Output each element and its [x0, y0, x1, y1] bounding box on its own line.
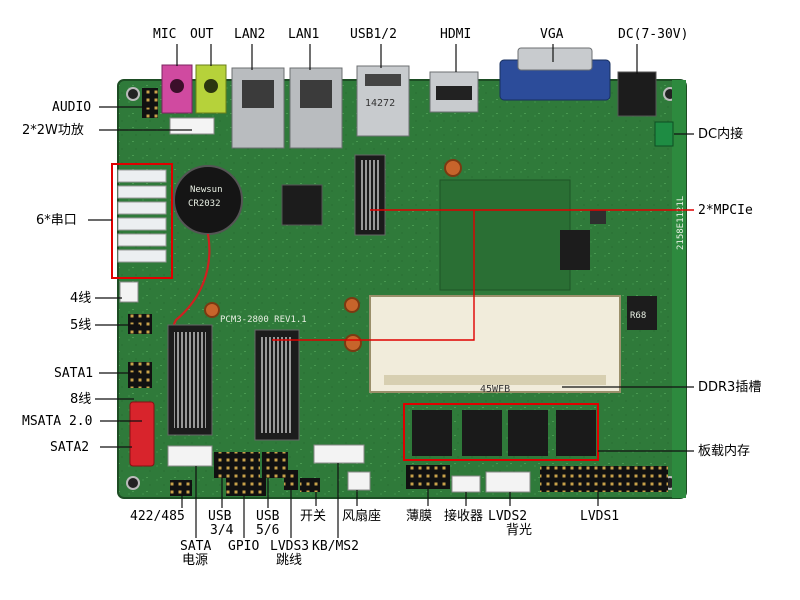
header-422 — [170, 480, 192, 496]
battery-model-text: CR2032 — [188, 199, 221, 209]
label-power-switch: 开关 — [300, 509, 326, 524]
memory-highlight-box — [403, 403, 599, 461]
header-4wire — [119, 281, 139, 303]
usb56-header — [262, 452, 288, 478]
lvds2-connector — [485, 471, 531, 493]
battery-brand-text: Newsun — [190, 185, 223, 195]
cpu-area — [439, 179, 571, 291]
label-422-485: 422/485 — [130, 509, 185, 524]
label-audio: AUDIO — [52, 100, 91, 115]
label-lvds3-jumper: 跳线 — [276, 553, 302, 568]
dc-jack — [617, 71, 657, 117]
label-usb56-a: USB — [256, 509, 280, 524]
label-usb34-a: USB — [208, 509, 232, 524]
power-switch-header — [300, 478, 320, 492]
dc-header — [654, 121, 674, 147]
edge-connector-strip — [672, 80, 686, 498]
label-usb56-b: 5/6 — [256, 523, 279, 538]
label-mic: MIC — [153, 27, 176, 42]
label-dc-in: DC(7-30V) — [618, 27, 688, 42]
serial-highlight-box — [111, 163, 173, 279]
model-silk: PCM3-2800 REV1.1 — [220, 315, 307, 325]
label-lvds2-backlight: 背光 — [506, 523, 532, 538]
label-usb12: USB1/2 — [350, 27, 397, 42]
label-dc-header: DC内接 — [698, 126, 743, 142]
leader-lines — [88, 44, 694, 538]
label-sata-power-a: SATA — [180, 539, 211, 554]
header-5wire — [128, 314, 152, 334]
label-hdmi: HDMI — [440, 27, 471, 42]
memory-chips — [412, 410, 596, 456]
serial-headers — [117, 169, 167, 263]
sata2-connector — [129, 401, 155, 467]
label-usb34-b: 3/4 — [210, 523, 234, 538]
label-lvds2: LVDS2 — [488, 509, 527, 524]
lan-controller-chip — [281, 184, 323, 226]
label-msata: MSATA 2.0 — [22, 414, 92, 429]
label-sata2: SATA2 — [50, 440, 89, 455]
dimm-text: 45WFB — [480, 384, 510, 395]
membrane-header — [406, 465, 450, 489]
label-receiver: 接收器 — [444, 508, 483, 524]
header-sata1 — [128, 362, 152, 388]
audio-jacks — [161, 64, 227, 114]
label-gpio: GPIO — [228, 539, 259, 554]
label-lan2: LAN2 — [234, 27, 265, 42]
kbms-connector — [313, 444, 365, 464]
label-lvds1: LVDS1 — [580, 509, 619, 524]
label-onboard-mem: 板载内存 — [698, 443, 750, 459]
label-4wire: 4线 — [70, 291, 91, 306]
label-mpcie: 2*MPCIe — [698, 203, 753, 218]
label-5wire: 5线 — [70, 318, 91, 333]
label-out: OUT — [190, 27, 214, 42]
lvds3-jumper — [284, 470, 298, 490]
label-fan: 风扇座 — [342, 508, 381, 524]
gpio-header — [226, 478, 266, 496]
label-serial: 6*串口 — [36, 213, 77, 228]
lvds1-header — [540, 466, 668, 492]
inductor-text: R68 — [630, 311, 646, 321]
label-8wire: 8线 — [70, 392, 91, 407]
label-sata-power-b: 电源 — [182, 553, 208, 568]
label-membrane: 薄膜 — [406, 509, 432, 524]
sata-power-connector — [167, 445, 213, 467]
label-lan1: LAN1 — [288, 27, 319, 42]
audio-header — [142, 88, 158, 118]
label-ddr3: DDR3插槽 — [698, 380, 761, 395]
label-lvds3: LVDS3 — [270, 539, 309, 554]
side-silk-text: 2158E1121L — [676, 196, 686, 250]
label-kbms2: KB/MS2 — [312, 539, 359, 554]
label-sata1: SATA1 — [54, 366, 93, 381]
fan-connector — [347, 471, 371, 491]
label-amp: 2*2W功放 — [22, 123, 84, 138]
amp-connector — [169, 117, 215, 135]
coin-battery: Newsun CR2032 — [173, 165, 243, 235]
usb34-header — [214, 452, 260, 478]
usb-chip-text: 14272 — [365, 98, 395, 109]
receiver-connector — [451, 475, 481, 493]
label-vga: VGA — [540, 27, 564, 42]
